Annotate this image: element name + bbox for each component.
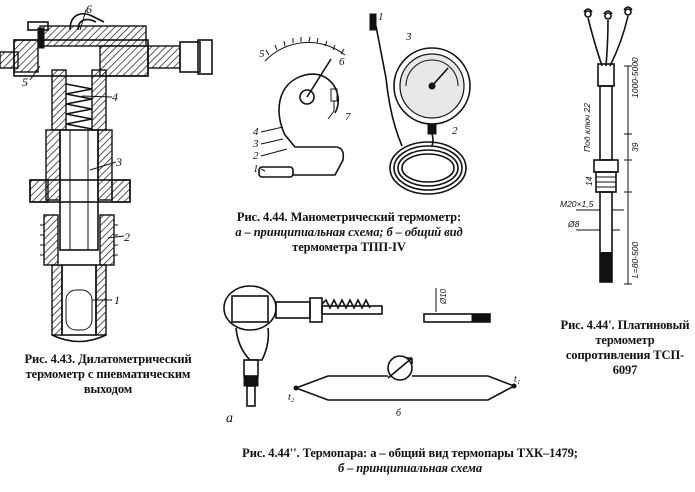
fig444a-caption: Рис. 4.44'. Платиновый термометр сопроти… (560, 318, 690, 377)
thermocouple-dim-small: Ø10 (439, 288, 448, 305)
fig444-scheme-label-4: 4 (253, 126, 259, 138)
fig444-scheme-label-7: 7 (345, 111, 351, 123)
dilatometric-thermometer-drawing: 6 5 4 3 2 1 (0, 2, 213, 343)
fig444-photo-label-2: 2 (452, 125, 458, 137)
thermocouple-label-t1: t₁ (514, 374, 520, 385)
fig444b-caption-line1: Рис. 4.44''. Термопара: а – общий вид те… (242, 446, 578, 460)
fig444-caption: Рис. 4.44. Манометрический термометр: а … (218, 210, 480, 255)
fig443-label-3: 3 (115, 155, 122, 169)
fig443-label-5: 5 (22, 75, 28, 89)
fig444-caption-line1: Рис. 4.44. Манометрический термометр: (236, 210, 462, 224)
fig443-caption: Рис. 4.43. Дилатометрический термометр с… (24, 352, 192, 396)
fig443-label-2: 2 (124, 230, 130, 244)
thermocouple-label-b: б (396, 408, 402, 419)
manometric-thermometer-photo: 1 3 2 (369, 11, 471, 195)
fig444-photo-label-3: 3 (405, 31, 412, 43)
fig444-scheme-label-5: 5 (259, 48, 265, 60)
fig444-caption-line2: а – принципиальная схема; б – общий вид (235, 225, 463, 239)
fig444-scheme-label-3: 3 (252, 138, 259, 150)
dim-thread: М20×1,5 (560, 199, 594, 209)
fig443-label-6: 6 (86, 2, 92, 16)
thermocouple-label-a: а (226, 411, 233, 426)
thermocouple-principle-scheme: t₂ t₁ б (288, 355, 520, 419)
dim-39: 39 (630, 142, 640, 152)
fig444b-caption-line2: б – принципиальная схема (337, 461, 483, 475)
manometric-thermometer-scheme: 5 6 7 4 3 2 1 (252, 36, 351, 178)
fig444-scheme-label-2: 2 (253, 150, 259, 162)
dim-14: 14 (584, 176, 594, 186)
fig444-scheme-label-1: 1 (253, 163, 259, 175)
fig444-caption-line3: термометра ТПП-IV (292, 240, 406, 254)
thermocouple-tip-detail: Ø10 (423, 288, 491, 323)
thermocouple-general-view: а (223, 285, 383, 426)
fig443-label-4: 4 (112, 90, 118, 104)
fig444-scheme-label-6: 6 (339, 56, 345, 68)
fig444-photo-label-1: 1 (378, 11, 384, 23)
platinum-resistance-thermometer-drawing: 1000-5000 Под ключ 22 39 14 М20×1,5 Ø8 L… (560, 6, 640, 285)
dim-diameter: Ø8 (567, 219, 580, 229)
dim-key-size: Под ключ 22 (582, 103, 592, 152)
fig443-label-1: 1 (114, 293, 120, 307)
thermocouple-label-t2: t₂ (288, 392, 295, 403)
fig444b-caption: Рис. 4.44''. Термопара: а – общий вид те… (190, 446, 630, 476)
dim-top-length: 1000-5000 (630, 57, 640, 98)
dim-stem-length: L=80-500 (630, 242, 640, 278)
